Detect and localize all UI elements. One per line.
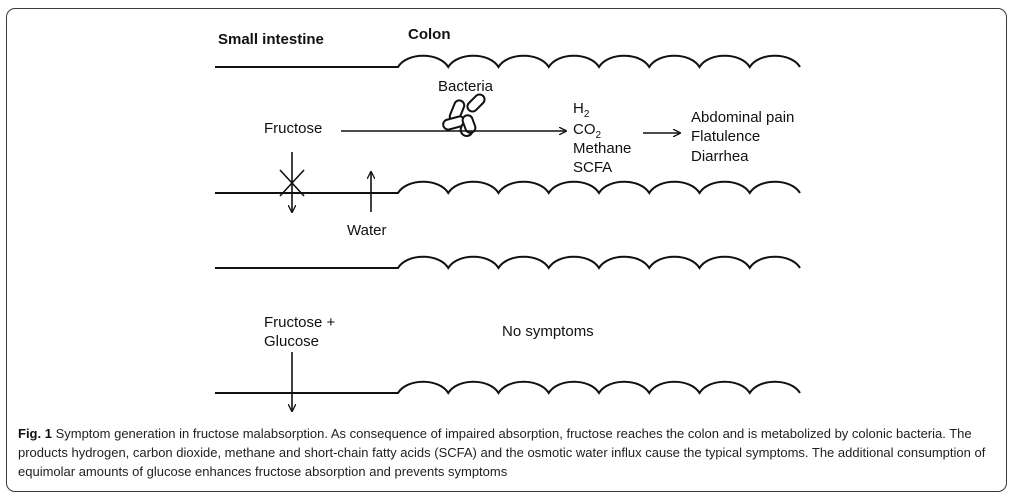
fructose-label: Fructose bbox=[264, 120, 322, 137]
figure-number: Fig. 1 bbox=[18, 426, 52, 441]
no-symptoms-label: No symptoms bbox=[502, 323, 594, 340]
block-cross-line-2 bbox=[279, 169, 305, 197]
figure-caption: Fig. 1 Symptom generation in fructose ma… bbox=[18, 424, 996, 481]
fructose-glucose-label-line2: Glucose bbox=[264, 333, 319, 350]
symptom-abdominal-pain: Abdominal pain bbox=[691, 109, 794, 126]
figure-frame bbox=[6, 8, 1007, 492]
product-scfa: SCFA bbox=[573, 159, 612, 176]
upper-intestine-wall-bottom bbox=[215, 180, 801, 195]
water-label: Water bbox=[347, 222, 386, 239]
symptom-flatulence: Flatulence bbox=[691, 128, 760, 145]
bacteria-label: Bacteria bbox=[438, 78, 494, 95]
upper-intestine-wall-top bbox=[215, 54, 801, 69]
lower-intestine-wall-bottom bbox=[215, 380, 801, 395]
small-intestine-label: Small intestine bbox=[218, 31, 324, 48]
product-carbon-dioxide: CO2 bbox=[573, 121, 602, 141]
product-hydrogen: H2 bbox=[573, 100, 590, 120]
caption-text: Symptom generation in fructose malabsorp… bbox=[18, 426, 986, 479]
product-methane: Methane bbox=[573, 140, 631, 157]
fructose-glucose-label-line1: Fructose + bbox=[264, 314, 336, 331]
bacteria-icon bbox=[442, 93, 486, 137]
symptom-diarrhea: Diarrhea bbox=[691, 148, 749, 165]
fructose-diagram: Small intestine Colon Bacteria Fructose … bbox=[215, 26, 801, 415]
colon-label: Colon bbox=[408, 26, 451, 43]
lower-intestine-wall-top bbox=[215, 255, 801, 270]
